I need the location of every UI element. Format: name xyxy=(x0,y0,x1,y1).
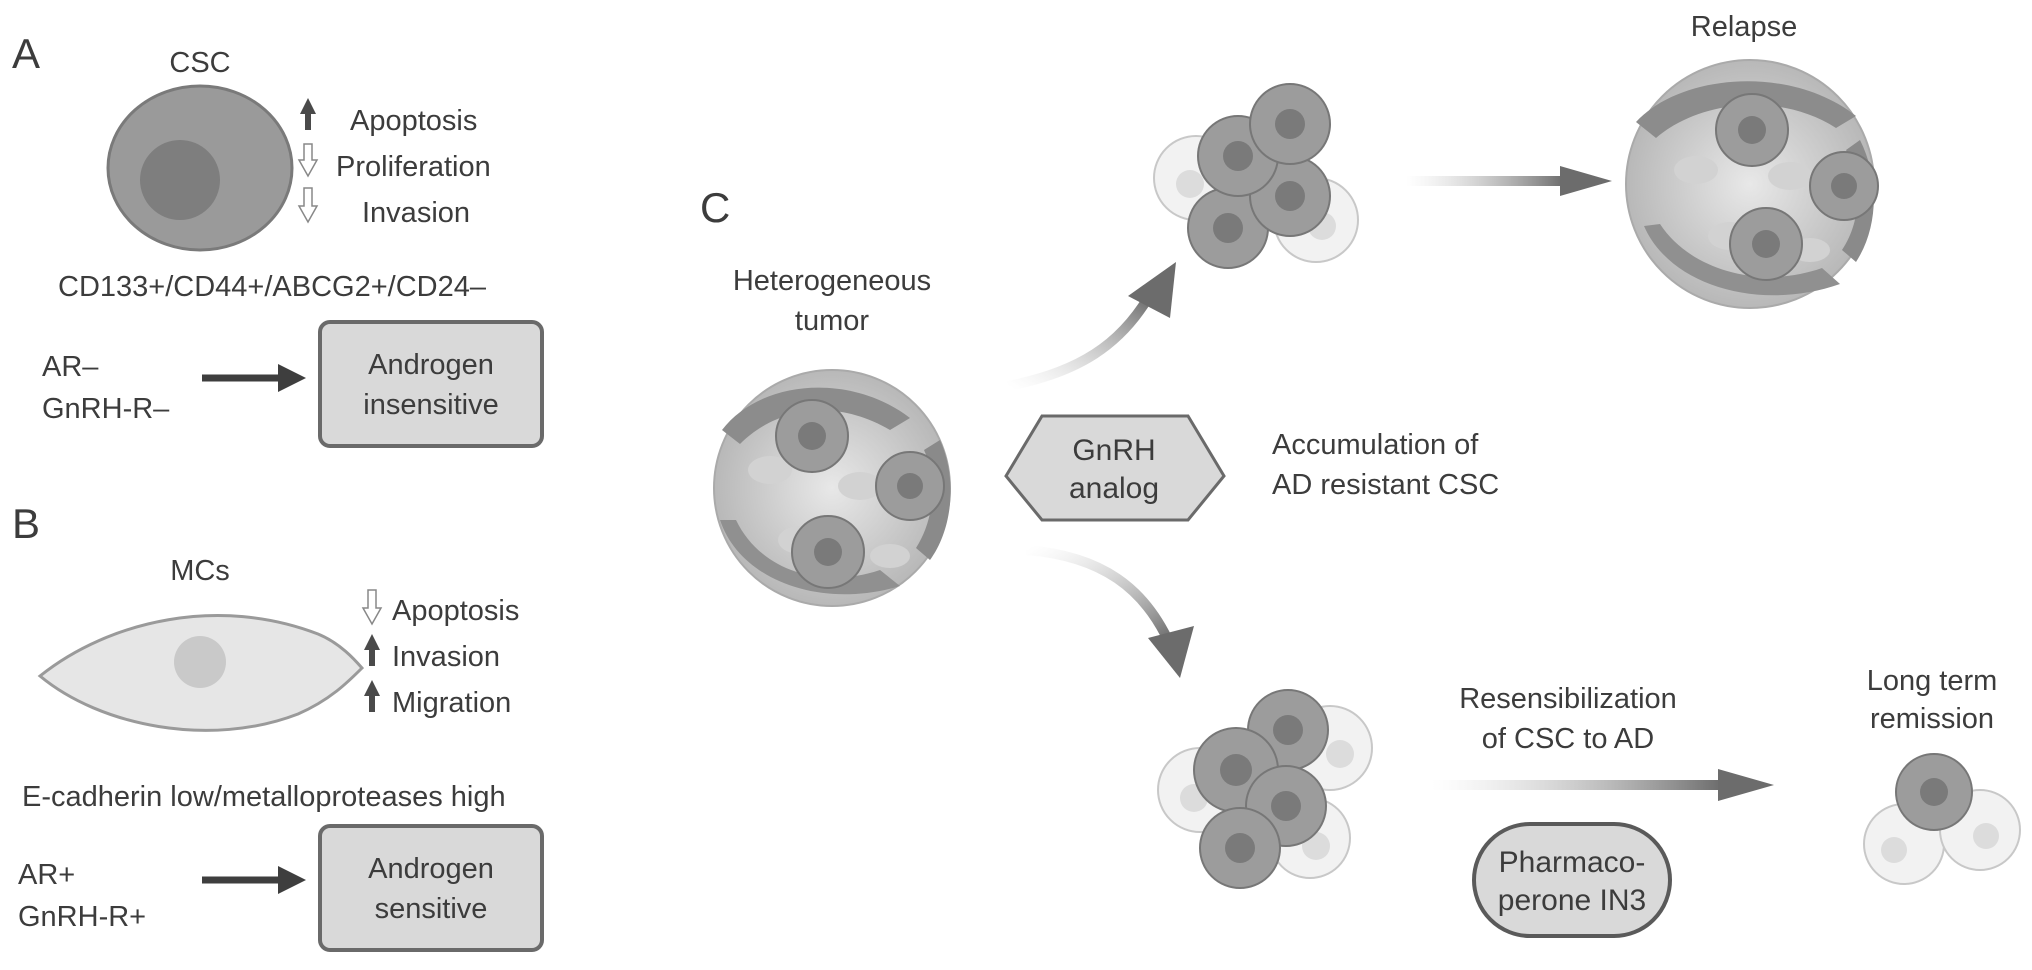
relapse-tumor-icon xyxy=(1625,59,1879,309)
right-arrow-icon xyxy=(202,866,306,894)
svg-text:GnRH: GnRH xyxy=(1072,434,1155,467)
csc-markers: CD133+/CD44+/ABCG2+/CD24– xyxy=(58,271,487,303)
arrow-to-relapse-icon xyxy=(1406,166,1612,196)
down-arrow-icon xyxy=(361,589,383,626)
svg-text:Androgen: Androgen xyxy=(368,349,494,381)
curved-arrow-up-icon xyxy=(1007,262,1176,391)
panel-b-letter: B xyxy=(12,500,40,547)
svg-text:Androgen: Androgen xyxy=(368,853,494,885)
mc-effect-apoptosis: Apoptosis xyxy=(392,595,519,627)
csc-effect-proliferation: Proliferation xyxy=(336,151,491,183)
remission-cells-icon xyxy=(1863,753,2021,885)
down-arrow-icon xyxy=(297,143,319,178)
remission-label-line2: remission xyxy=(1870,703,1994,735)
panel-a: A CSC Apoptosis Proliferation Invasion C… xyxy=(12,30,544,448)
svg-text:insensitive: insensitive xyxy=(363,389,498,421)
resensitized-csc-cluster-icon xyxy=(1157,689,1373,889)
curved-arrow-down-icon xyxy=(1025,545,1194,678)
right-arrow-icon xyxy=(202,364,306,392)
arrow-to-remission-icon xyxy=(1432,769,1774,801)
panel-c-letter: C xyxy=(700,184,730,231)
androgen-insensitive-box: Androgen insensitive xyxy=(318,320,544,448)
gnrh-analog-hexagon: GnRH analog xyxy=(1004,414,1226,522)
up-arrow-icon xyxy=(300,98,316,130)
svg-text:perone IN3: perone IN3 xyxy=(1498,884,1646,917)
csc-effect-apoptosis: Apoptosis xyxy=(350,105,477,137)
accumulation-label-line2: AD resistant CSC xyxy=(1272,469,1499,501)
down-arrow-icon xyxy=(297,187,319,224)
mc-receptor-gnrh: GnRH-R+ xyxy=(18,901,146,933)
csc-receptor-gnrh: GnRH-R– xyxy=(42,393,170,425)
csc-effect-invasion: Invasion xyxy=(362,197,470,229)
androgen-sensitive-box: Androgen sensitive xyxy=(318,824,544,952)
heterogeneous-tumor-icon xyxy=(713,369,951,607)
mc-effect-invasion: Invasion xyxy=(392,641,500,673)
svg-text:sensitive: sensitive xyxy=(375,893,488,925)
tumor-label-line1: Heterogeneous xyxy=(733,265,931,297)
svg-text:analog: analog xyxy=(1069,472,1159,505)
resistant-csc-cluster-icon xyxy=(1153,83,1359,269)
csc-receptor-ar: AR– xyxy=(42,351,99,383)
mc-receptor-ar: AR+ xyxy=(18,859,75,891)
tumor-label-line2: tumor xyxy=(795,305,869,337)
resensibilization-label-line2: of CSC to AD xyxy=(1482,723,1654,755)
mc-title: MCs xyxy=(170,555,230,587)
mc-effect-migration: Migration xyxy=(392,687,511,719)
up-arrow-icon xyxy=(364,634,380,666)
mc-cell-icon xyxy=(37,614,365,732)
up-arrow-icon xyxy=(364,680,380,712)
panel-c: C Heterogeneous tumor xyxy=(700,11,2021,938)
csc-title: CSC xyxy=(169,47,230,79)
mc-markers: E-cadherin low/metalloproteases high xyxy=(22,781,506,813)
pharmacoperone-pill: Pharmaco- perone IN3 xyxy=(1472,822,1672,938)
csc-cell-icon xyxy=(106,84,294,252)
panel-a-letter: A xyxy=(12,30,40,77)
svg-text:Pharmaco-: Pharmaco- xyxy=(1499,846,1646,879)
accumulation-label-line1: Accumulation of xyxy=(1272,429,1479,461)
relapse-label: Relapse xyxy=(1691,11,1797,43)
panel-b: B MCs Apoptosis Invasion Migration E-cad… xyxy=(12,500,544,952)
remission-label-line1: Long term xyxy=(1867,665,1998,697)
resensibilization-label-line1: Resensibilization xyxy=(1459,683,1677,715)
